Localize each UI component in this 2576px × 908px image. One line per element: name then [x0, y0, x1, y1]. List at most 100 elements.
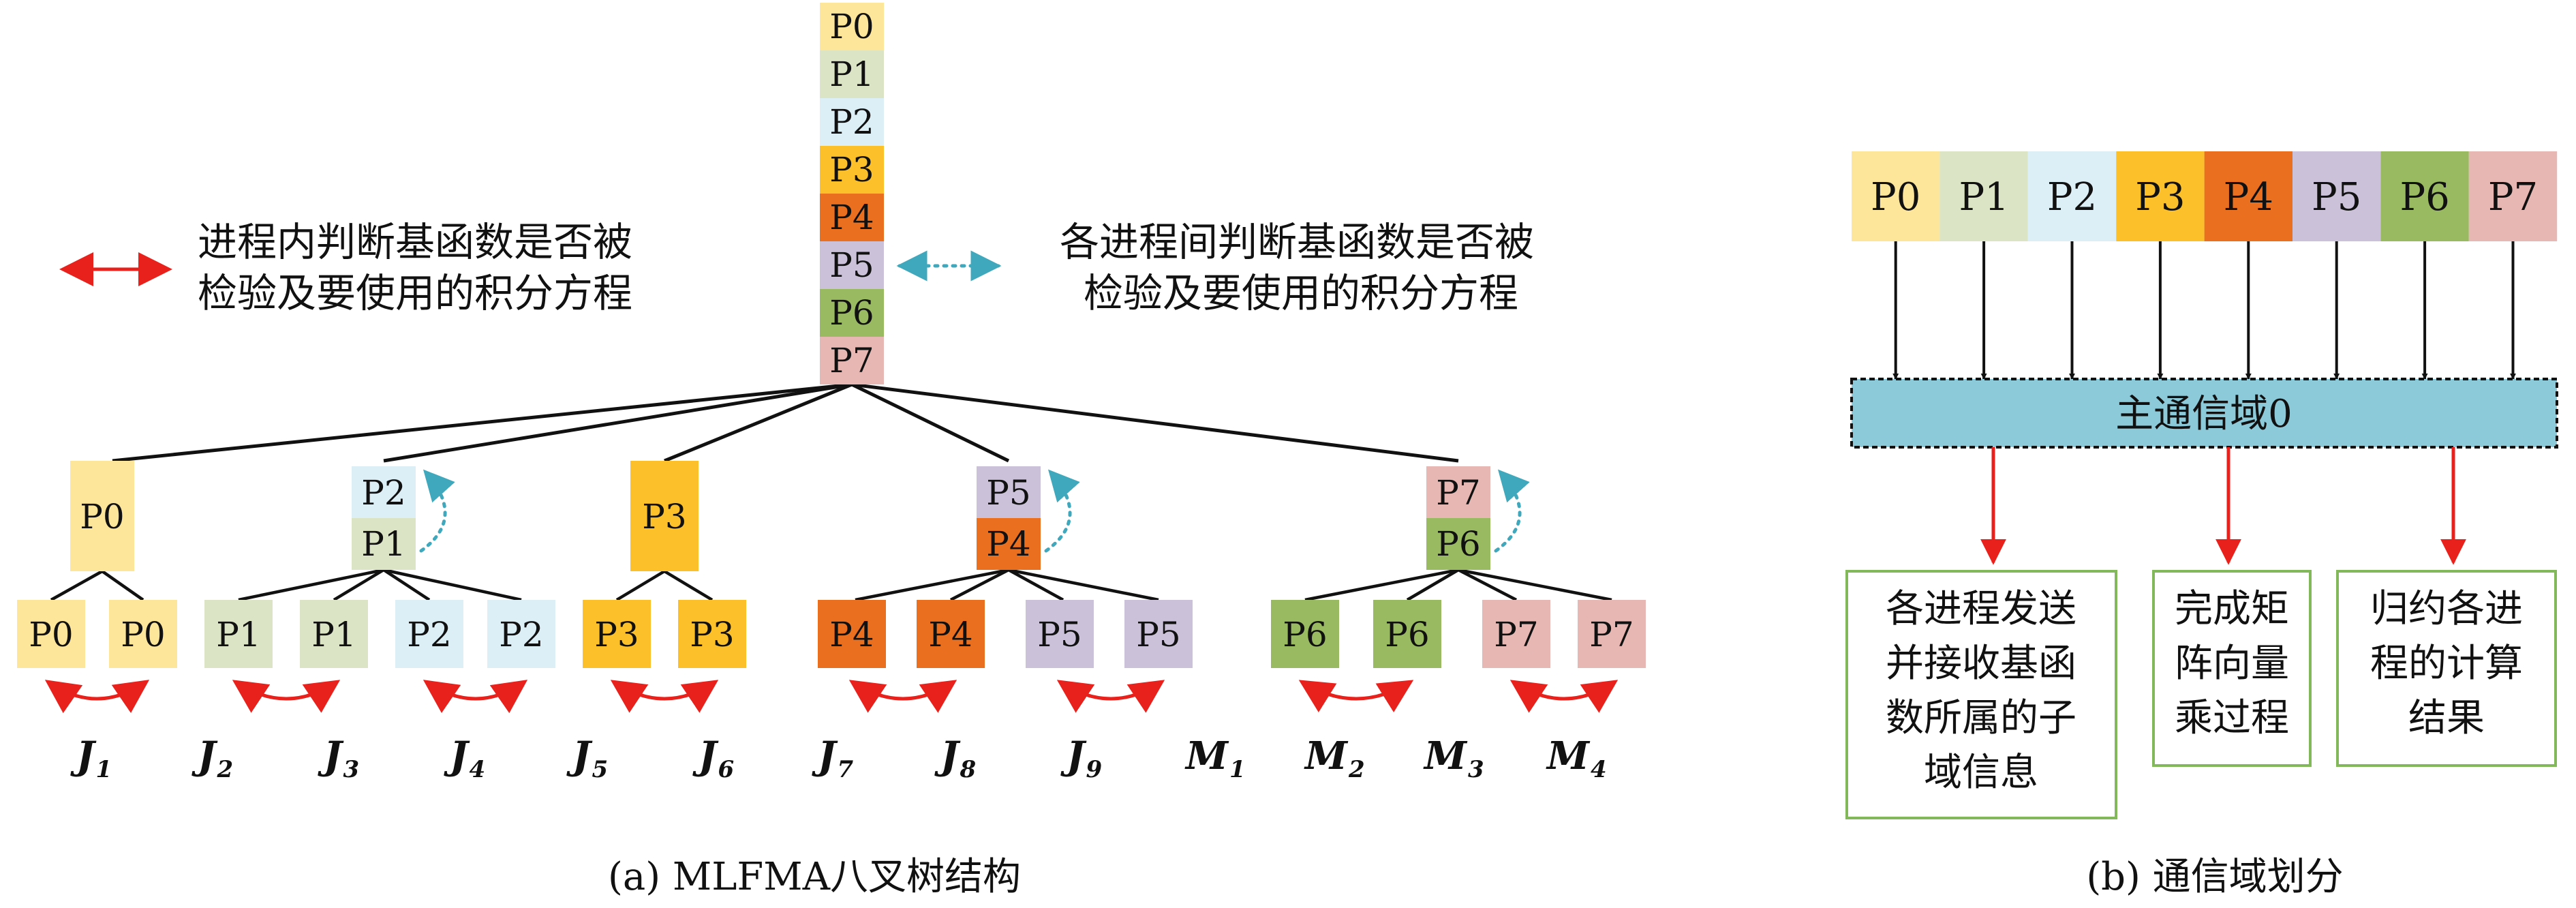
leaf-label-9: P4: [829, 615, 874, 654]
result-box-1-line3: 数所属的子: [1886, 696, 2076, 740]
result-box-1-line4: 域信息: [1924, 751, 2038, 795]
leaf-label-13: P6: [1283, 615, 1327, 654]
comm-process-p0-label: P0: [1871, 175, 1920, 220]
panel-b-caption: (b) 通信域划分: [2086, 855, 2343, 899]
level2-p0-label: P0: [80, 497, 124, 536]
result-box-1-line2: 并接收基函: [1886, 641, 2076, 686]
level2-p5-label: P5: [986, 473, 1030, 513]
leaf-box-14: [1373, 600, 1441, 668]
root-stack-p4-box: [820, 194, 884, 241]
leaf-box-1: [17, 600, 85, 668]
root-stack-p0-box: [820, 3, 884, 50]
leaf-box-3: [204, 600, 273, 668]
root-stack-p3-label: P3: [829, 150, 874, 190]
comm-process-p0-box: [1852, 151, 1940, 241]
comm-process-p4-box: [2204, 151, 2293, 241]
result-box-2: [2152, 570, 2312, 767]
basis-label-4: J4: [444, 733, 485, 783]
level2-p7-label: P7: [1436, 473, 1480, 513]
leaf-box-4: [300, 600, 368, 668]
legend-teal-line1: 各进程间判断基函数是否被: [1060, 219, 1534, 265]
main-comm-domain-box: [1850, 378, 2558, 449]
level2-p4-box: [977, 518, 1041, 570]
level2-p6-box: [1426, 518, 1490, 570]
teal-loop-p6-p7: [1494, 469, 1530, 553]
basis-label-10: M1: [1184, 733, 1246, 783]
level2-p6-label: P6: [1436, 524, 1480, 564]
result-box-3-line3: 结果: [2408, 696, 2485, 740]
level2-p7-box: [1426, 466, 1490, 518]
teal-loop-p1-p2: [419, 469, 455, 553]
level2-p2-label: P2: [361, 473, 405, 513]
result-box-matvec: 完成矩 阵向量 乘过程: [2152, 570, 2312, 767]
result-box-send-receive: 各进程发送 并接收基函 数所属的子 域信息: [1845, 570, 2117, 819]
root-stack-p5-box: [820, 241, 884, 289]
comm-process-p2-label: P2: [2047, 175, 2097, 220]
leaf-label-8: P3: [690, 615, 734, 654]
level2-node-p3: P3: [630, 461, 699, 571]
leaf-label-5: P2: [407, 615, 451, 654]
result-box-reduce: 归约各进 程的计算 结果: [2336, 570, 2557, 767]
leaf-box-9: [818, 600, 886, 668]
panel-a-caption: (a) MLFMA八叉树结构: [608, 855, 1021, 899]
root-stack-p3-box: [820, 146, 884, 194]
basis-label-12: M3: [1423, 733, 1484, 783]
comm-process-p7-box: [2468, 151, 2558, 241]
root-stack-p2-box: [820, 98, 884, 146]
leaf-label-2: P0: [121, 615, 165, 654]
teal-loop-p4-p5: [1044, 469, 1080, 553]
red-arc-8: [1509, 680, 1619, 713]
comm-process-p4-label: P4: [2224, 175, 2273, 220]
leaf-label-12: P5: [1136, 615, 1180, 654]
legend-teal-line2: 检验及要使用的积分方程: [1084, 270, 1518, 316]
basis-label-7: J7: [812, 733, 854, 783]
result-box-3: [2336, 570, 2557, 767]
tree-edges-root: [112, 382, 1459, 463]
root-stack-p7-box: [820, 337, 884, 384]
result-box-3-line1: 归约各进: [2370, 587, 2523, 631]
leaf-box-11: [1026, 600, 1094, 668]
legend-red-line1: 进程内判断基函数是否被: [198, 219, 632, 265]
level2-p3-box: [630, 461, 699, 571]
comm-process-p7-label: P7: [2488, 175, 2538, 220]
level2-p5-box: [977, 466, 1041, 518]
level2-node-p0: P0: [70, 461, 134, 571]
level2-p1-label: P1: [361, 524, 405, 564]
leaf-box-13: [1271, 600, 1339, 668]
root-stack-p0-label: P0: [829, 7, 874, 46]
level2-p1-box: [352, 518, 416, 570]
basis-label-3: J3: [318, 733, 359, 783]
comm-process-p3-box: [2116, 151, 2205, 241]
root-stack-p1-box: [820, 50, 884, 98]
process-to-domain-arrows: [1892, 241, 2516, 380]
red-arc-6: [1056, 680, 1165, 713]
leaf-label-10: P4: [928, 615, 972, 654]
leaf-box-10: [917, 600, 985, 668]
root-stack-p4-label: P4: [829, 198, 874, 237]
leaf-label-16: P7: [1589, 615, 1634, 654]
level2-p4-label: P4: [986, 524, 1030, 564]
main-comm-domain-label: 主通信域0: [2115, 392, 2293, 436]
comm-process-p6-box: [2380, 151, 2469, 241]
intra-process-arcs: [44, 680, 1619, 714]
leaf-label-4: P1: [311, 615, 356, 654]
level2-node-p2-p1: P2 P1: [352, 466, 416, 570]
leaf-box-2: [109, 600, 177, 668]
red-arc-5: [848, 680, 957, 713]
comm-process-p5-box: [2293, 151, 2381, 241]
root-stack-p6-label: P6: [829, 293, 874, 333]
comm-process-p5-label: P5: [2312, 175, 2361, 220]
result-box-2-line3: 乘过程: [2175, 696, 2289, 740]
leaf-label-7: P3: [594, 615, 639, 654]
leaf-box-8: [678, 600, 746, 668]
result-box-1: [1845, 570, 2117, 819]
level2-p0-box: [70, 461, 134, 571]
basis-label-9: J9: [1060, 733, 1102, 783]
comm-process-p1-box: [1939, 151, 2028, 241]
comm-process-p2-box: [2027, 151, 2117, 241]
red-arc-2: [232, 680, 341, 713]
legend-red-line2: 检验及要使用的积分方程: [198, 270, 632, 316]
